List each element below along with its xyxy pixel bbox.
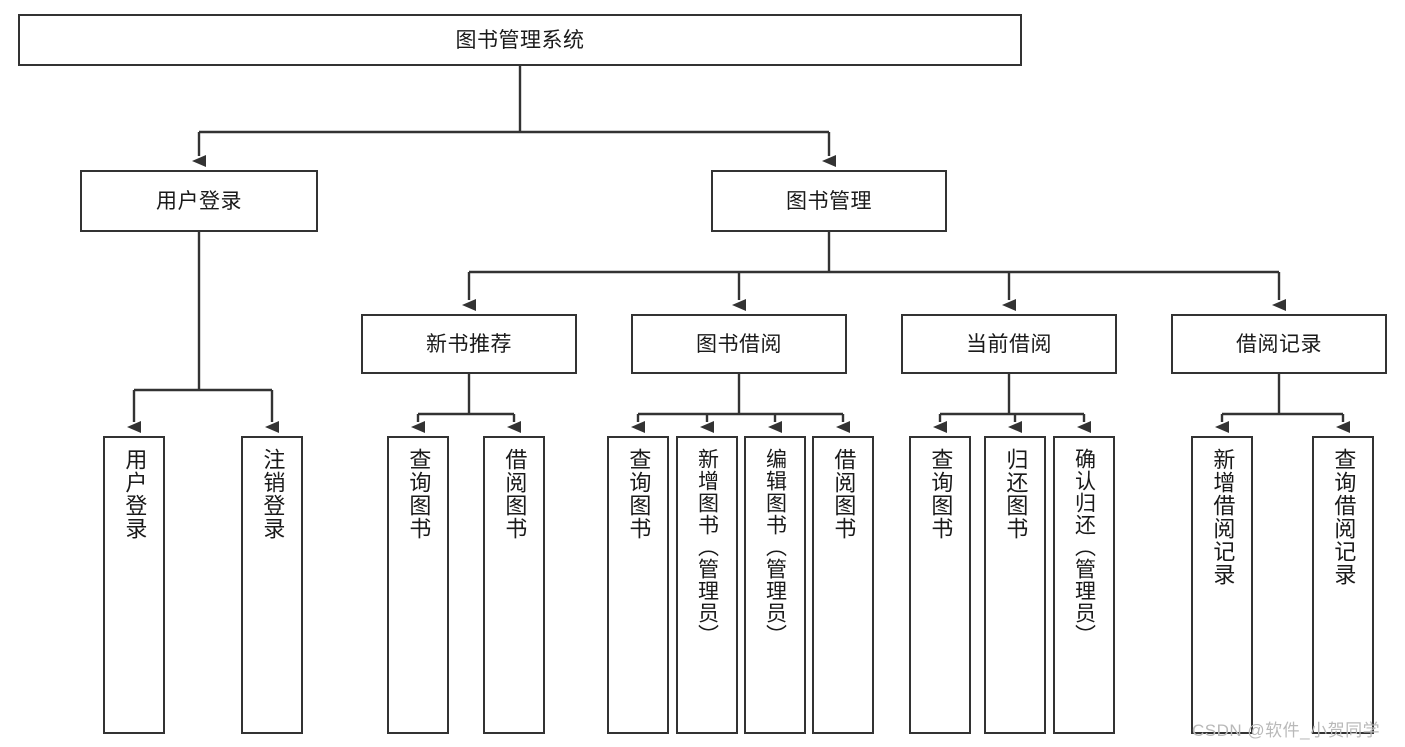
node-leaf-edit-book-admin[interactable]: 编辑图书（管理员）	[744, 436, 806, 734]
node-user-login[interactable]: 用户登录	[80, 170, 318, 232]
node-leaf-query-borrow-record[interactable]: 查询借阅记录	[1312, 436, 1374, 734]
node-leaf-query-book-borrow[interactable]: 查询图书	[607, 436, 669, 734]
node-label: 确认归还（管理员）	[1072, 448, 1096, 646]
node-label: 归还图书	[1003, 448, 1029, 540]
node-label: 新增图书（管理员）	[695, 448, 719, 646]
node-label: 借阅记录	[1236, 332, 1322, 356]
node-leaf-add-book-admin[interactable]: 新增图书（管理员）	[676, 436, 738, 734]
node-current-borrow[interactable]: 当前借阅	[901, 314, 1117, 374]
node-book-management[interactable]: 图书管理	[711, 170, 947, 232]
node-label: 新增借阅记录	[1210, 448, 1236, 586]
node-leaf-user-login[interactable]: 用户登录	[103, 436, 165, 734]
node-label: 查询图书	[928, 448, 954, 540]
node-leaf-query-book-current[interactable]: 查询图书	[909, 436, 971, 734]
node-label: 当前借阅	[966, 332, 1052, 356]
node-leaf-logout[interactable]: 注销登录	[241, 436, 303, 734]
node-leaf-borrow-book-rec[interactable]: 借阅图书	[483, 436, 545, 734]
node-label: 新书推荐	[426, 332, 512, 356]
node-label: 图书管理系统	[455, 28, 585, 52]
node-leaf-return-book[interactable]: 归还图书	[984, 436, 1046, 734]
node-label: 图书管理	[786, 189, 872, 213]
node-label: 图书借阅	[696, 332, 782, 356]
node-label: 借阅图书	[831, 448, 857, 540]
node-root[interactable]: 图书管理系统	[18, 14, 1022, 66]
node-leaf-add-borrow-record[interactable]: 新增借阅记录	[1191, 436, 1253, 734]
node-label: 用户登录	[122, 448, 148, 540]
node-label: 注销登录	[260, 448, 286, 540]
node-label: 查询图书	[626, 448, 652, 540]
node-leaf-confirm-return-admin[interactable]: 确认归还（管理员）	[1053, 436, 1115, 734]
node-label: 查询图书	[406, 448, 432, 540]
node-book-borrow[interactable]: 图书借阅	[631, 314, 847, 374]
node-new-book-recommend[interactable]: 新书推荐	[361, 314, 577, 374]
node-label: 用户登录	[156, 189, 242, 213]
node-borrow-record[interactable]: 借阅记录	[1171, 314, 1387, 374]
node-leaf-borrow-book[interactable]: 借阅图书	[812, 436, 874, 734]
node-label: 编辑图书（管理员）	[763, 448, 787, 646]
node-label: 查询借阅记录	[1331, 448, 1357, 586]
node-leaf-query-book-rec[interactable]: 查询图书	[387, 436, 449, 734]
node-label: 借阅图书	[502, 448, 528, 540]
